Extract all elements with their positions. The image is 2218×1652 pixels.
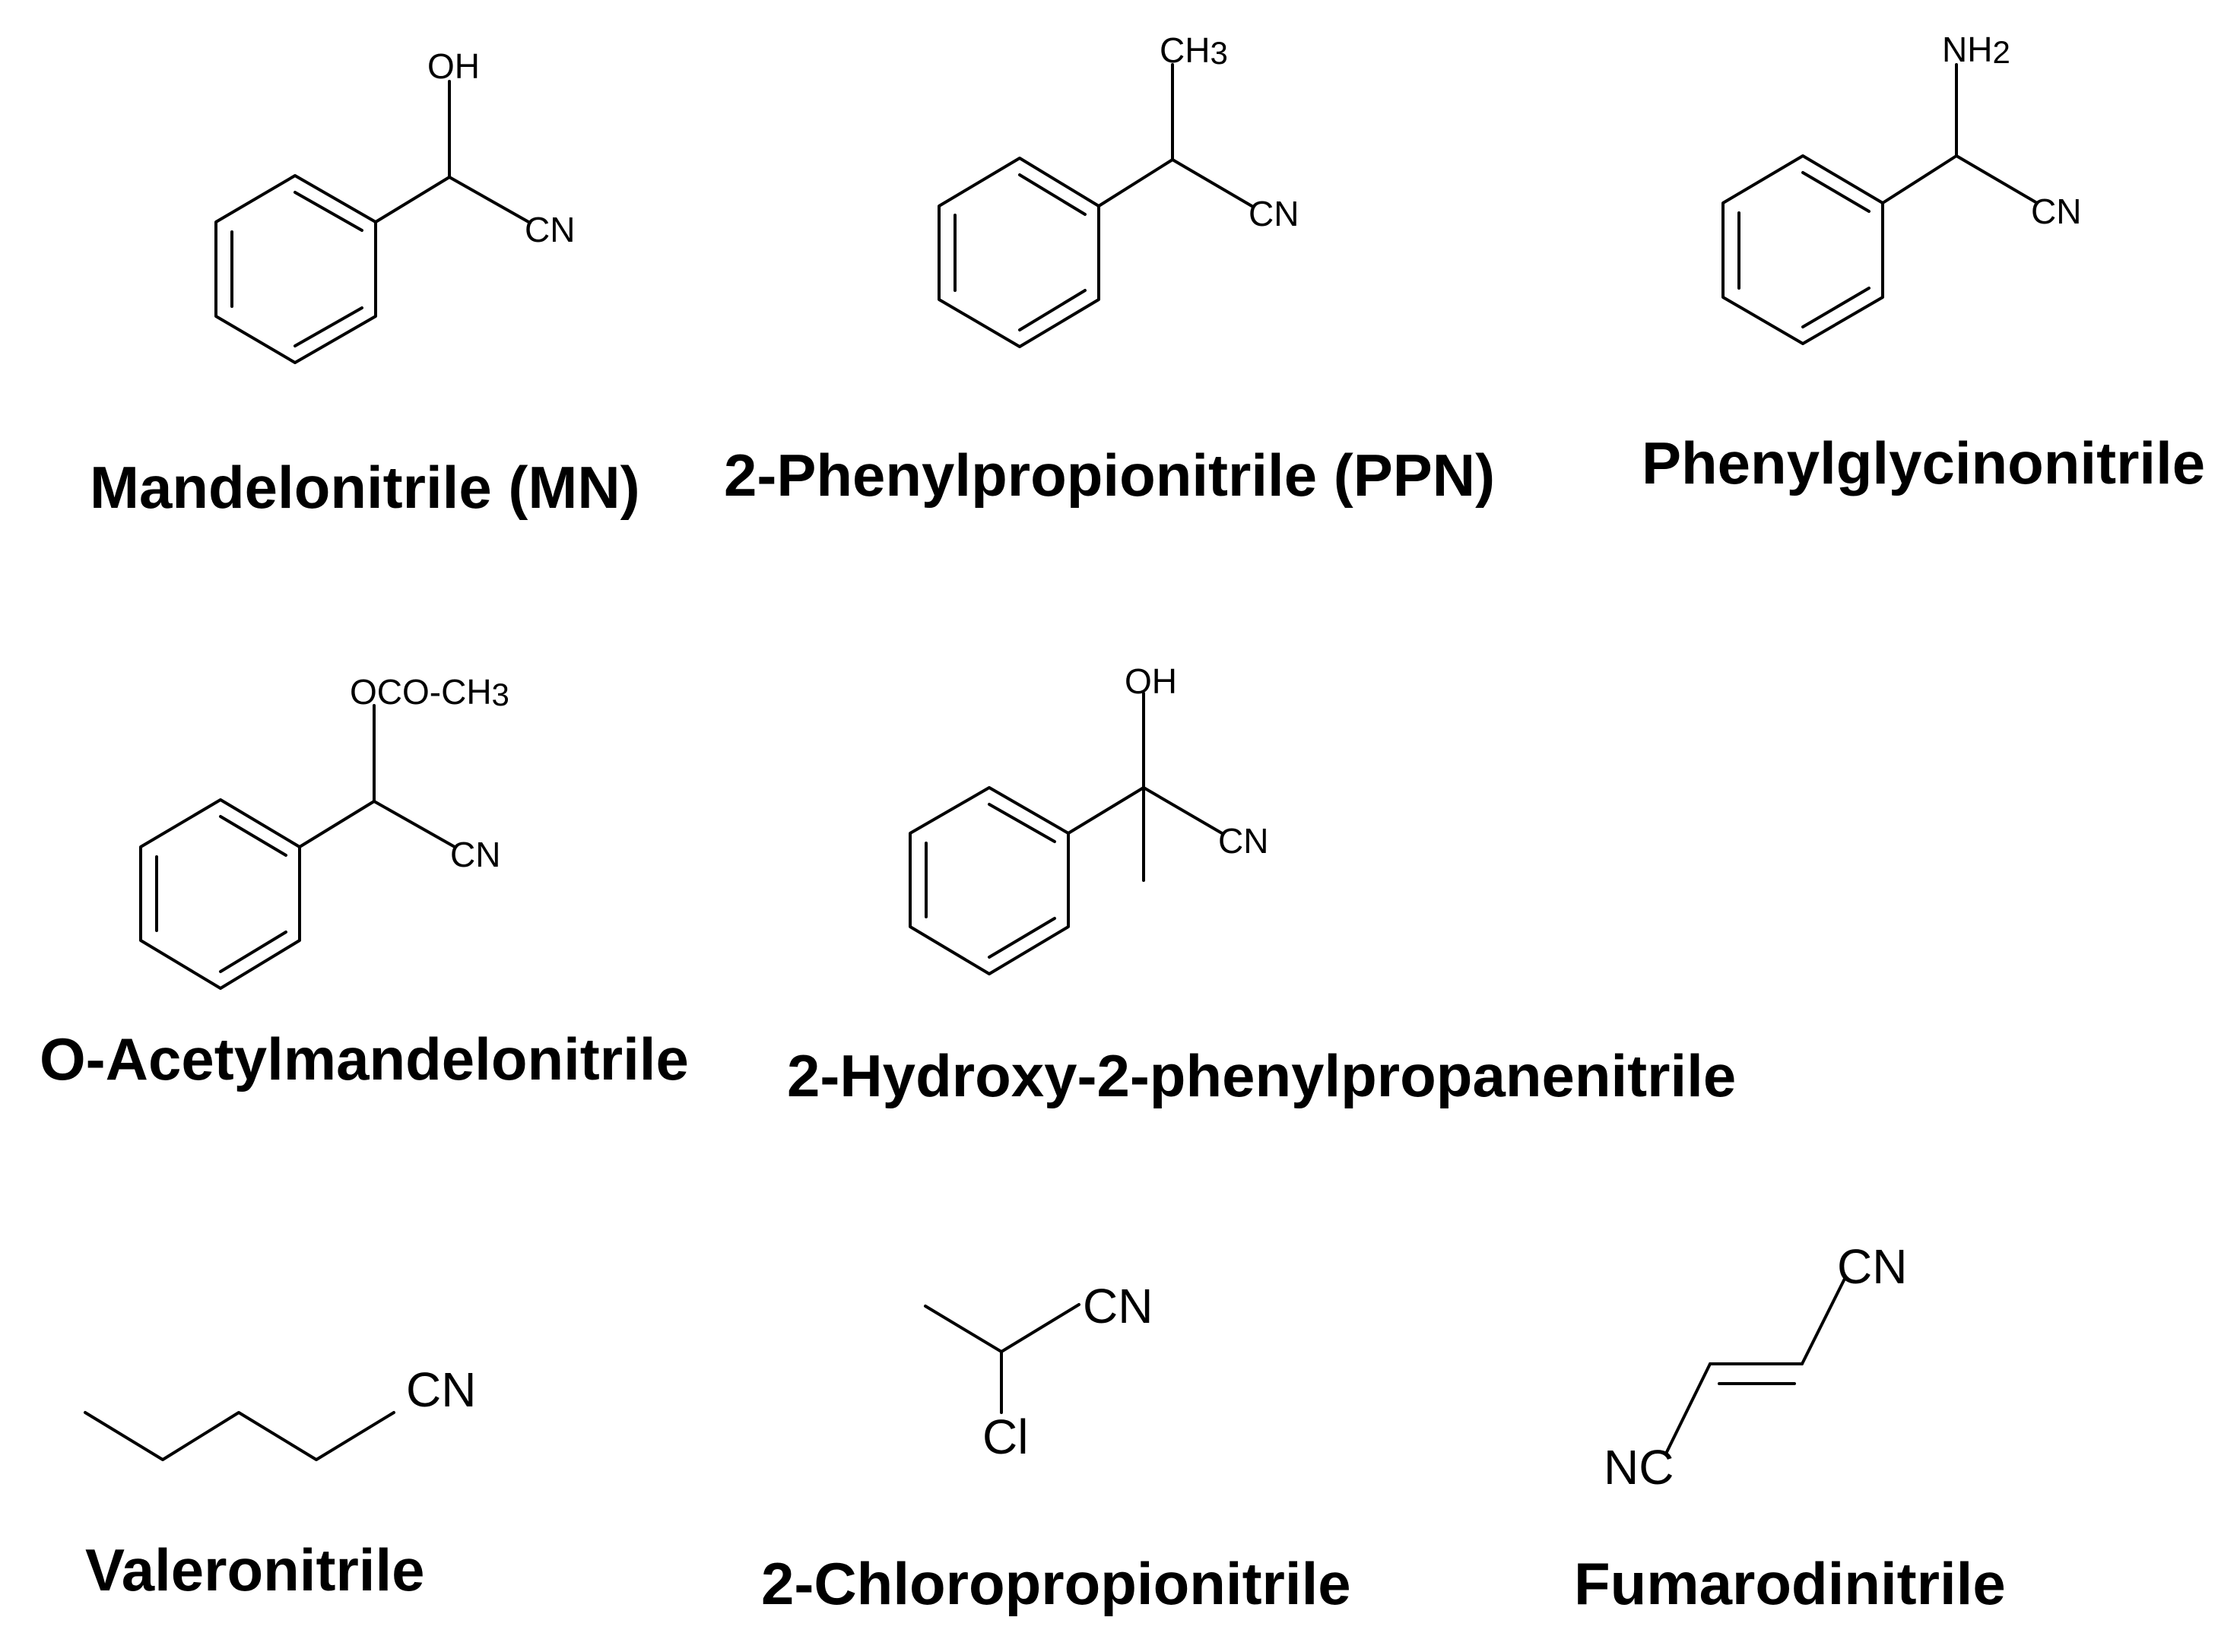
structure-2-hydroxy-2-phenylpropanenitrile: OH CN 2-Hydroxy-2-phenylpropanenitrile (787, 661, 1736, 1109)
compound-name: 2-Hydroxy-2-phenylpropanenitrile (787, 1042, 1736, 1109)
label-oac-subscript: 3 (492, 677, 509, 712)
structure-phenylglycinonitrile: NH2 CN Phenylglycinonitrile (1642, 30, 2205, 496)
ring-double-bonds (155, 815, 287, 973)
bond-ring-to-carbon (1881, 154, 1958, 205)
label-cn: CN (2031, 192, 2081, 231)
label-ch3-text: CH (1160, 30, 1210, 70)
ring-double-bonds (954, 173, 1087, 331)
bond-carbon-to-cn (448, 176, 531, 224)
compound-name: Valeronitrile (85, 1536, 425, 1603)
bond-carbon-to-cn (1000, 1303, 1080, 1353)
bond-ring-to-carbon (1097, 158, 1174, 208)
bond-carbon-to-cn (1801, 1277, 1846, 1365)
structure-valeronitrile: CN Valeronitrile (84, 1362, 476, 1603)
label-cn: CN (1083, 1279, 1153, 1333)
compound-name: Fumarodinitrile (1574, 1550, 2006, 1617)
ring-double-bonds (230, 191, 363, 347)
bond-carbon-to-cn (1955, 154, 2039, 205)
label-cn: CN (1837, 1239, 1907, 1294)
label-cn: CN (525, 210, 575, 249)
benzene-ring (1721, 154, 1884, 345)
ring-double-bonds (1737, 171, 1871, 328)
benzene-ring (938, 157, 1100, 348)
bond-carbon-to-cn (1142, 786, 1223, 835)
structure-mandelonitrile: OH CN Mandelonitrile (MN) (90, 46, 640, 521)
benzene-ring (909, 786, 1070, 975)
label-oac-text: OCO-CH (350, 672, 492, 712)
bond-carbon-to-cn (1171, 158, 1255, 208)
bond-methyl-to-carbon (924, 1305, 1003, 1353)
double-bond-carbons (1709, 1362, 1804, 1385)
structure-2-chloropropionitrile: CN Cl 2-Chloropropionitrile (761, 1279, 1351, 1617)
benzene-ring (214, 174, 377, 364)
label-ch3: CH3 (1160, 30, 1228, 71)
bond-nc-to-carbon (1664, 1362, 1712, 1455)
label-oac: OCO-CH3 (350, 672, 509, 712)
bond-carbon-to-cn (373, 800, 456, 848)
compound-name: O-Acetylmandelonitrile (40, 1026, 689, 1092)
compound-name: 2-Chloropropionitrile (761, 1550, 1351, 1617)
label-oh: OH (427, 46, 480, 86)
label-nc: NC (1604, 1440, 1674, 1495)
structure-fumarodinitrile: CN NC Fumarodinitrile (1574, 1239, 2006, 1617)
compound-name: Phenylglycinonitrile (1642, 430, 2205, 496)
label-cn: CN (1218, 821, 1268, 861)
label-nh2-subscript: 2 (1992, 34, 2010, 70)
label-nh2: NH2 (1942, 30, 2010, 70)
ring-double-bonds (925, 803, 1056, 959)
bond-ring-to-carbon (374, 176, 451, 224)
label-cn: CN (1249, 194, 1299, 233)
label-cn: CN (406, 1362, 476, 1417)
benzene-ring (139, 798, 301, 990)
carbon-chain (84, 1411, 395, 1461)
structure-2-phenylpropionitrile: CH3 CN 2-Phenylpropionitrile (PPN) (724, 30, 1495, 509)
bond-ring-to-carbon (1067, 786, 1145, 835)
compound-name: 2-Phenylpropionitrile (PPN) (724, 442, 1495, 509)
compound-name: Mandelonitrile (MN) (90, 454, 640, 521)
bond-ring-to-carbon (298, 800, 376, 848)
label-nh2-text: NH (1942, 30, 1992, 69)
structure-o-acetylmandelonitrile: OCO-CH3 CN O-Acetylmandelonitrile (40, 672, 689, 1092)
label-cn: CN (450, 835, 500, 874)
label-cl: Cl (982, 1409, 1028, 1464)
label-oh: OH (1125, 661, 1177, 701)
label-ch3-subscript: 3 (1210, 35, 1227, 71)
